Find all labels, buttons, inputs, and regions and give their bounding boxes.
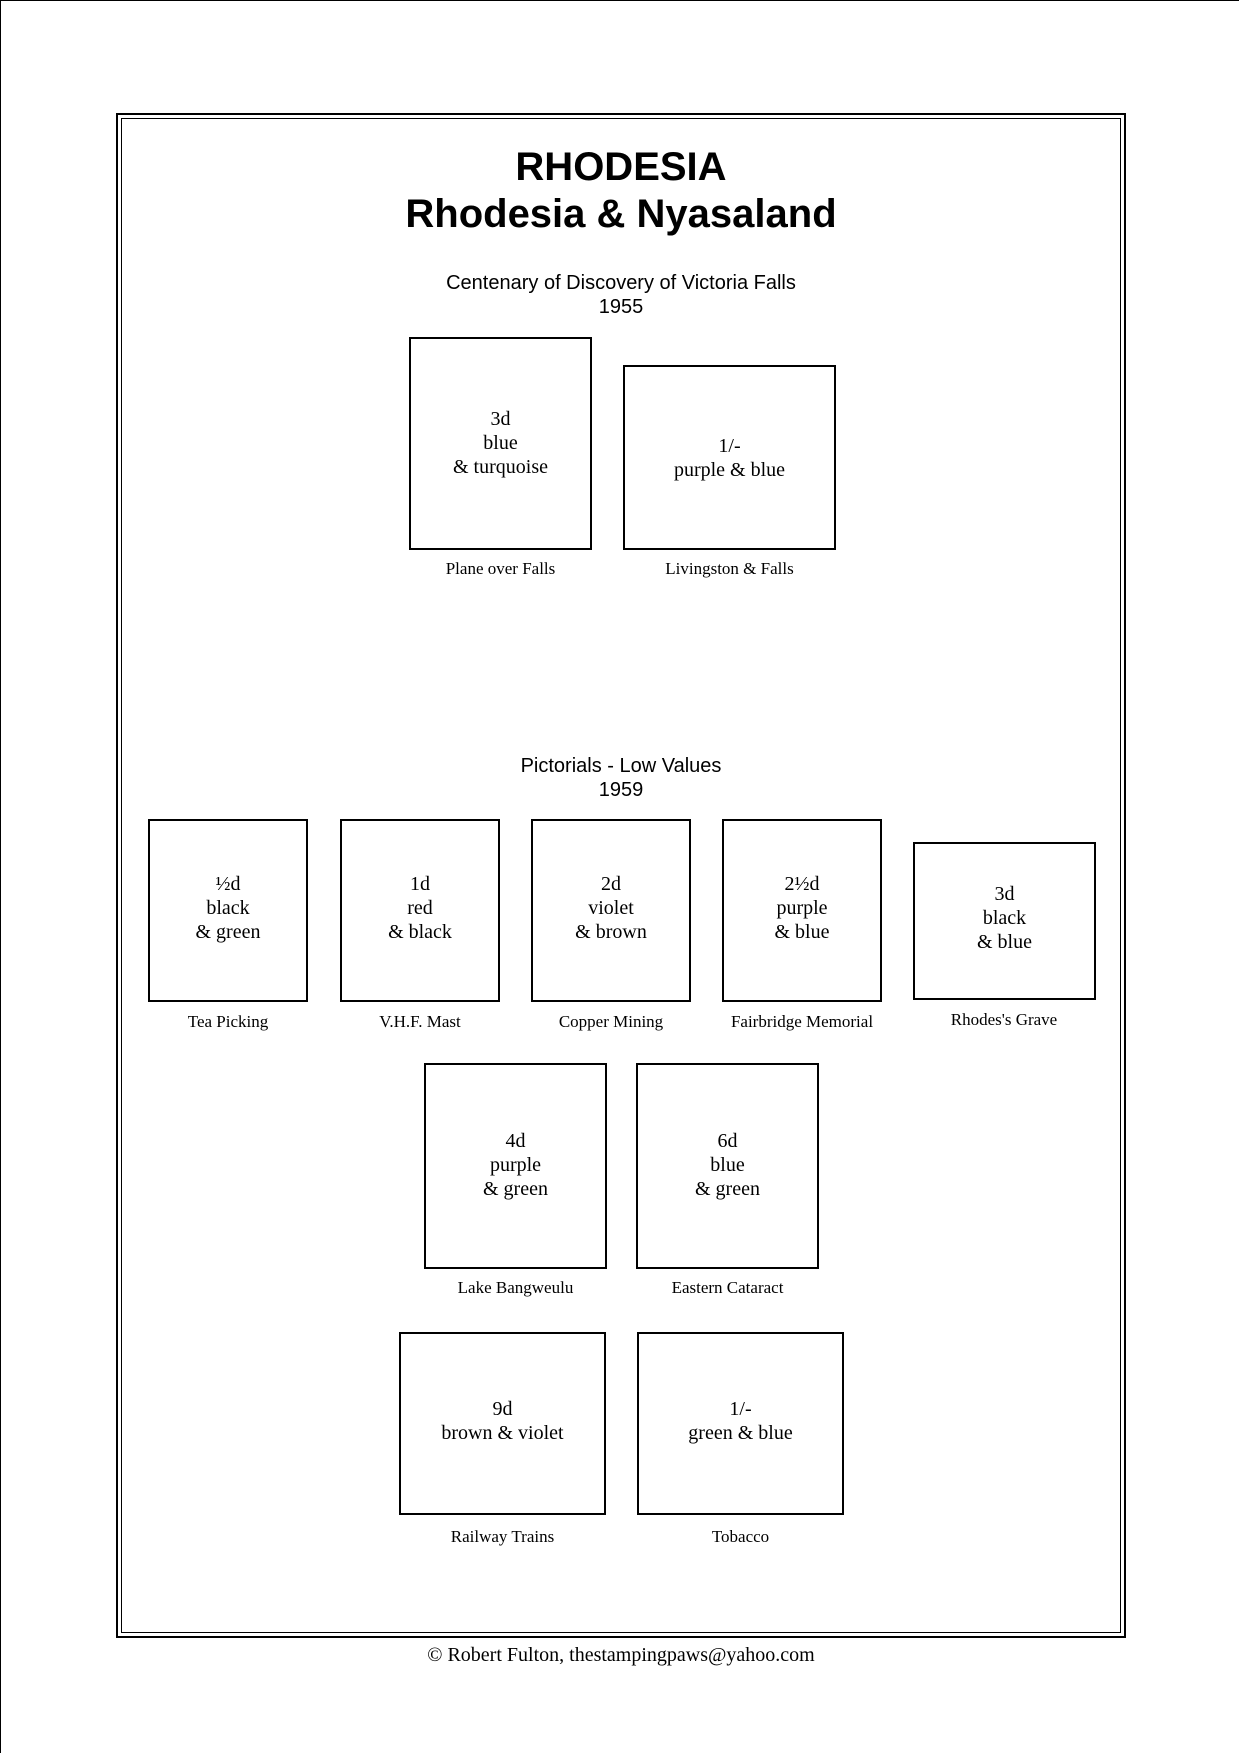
stamp-color: red xyxy=(407,897,433,919)
stamp-color: brown & violet xyxy=(441,1422,564,1444)
stamp-box: 2d violet & brown xyxy=(531,819,691,1002)
stamp-value: 1d xyxy=(410,873,430,895)
page-subtitle: Rhodesia & Nyasaland xyxy=(405,192,837,236)
section-year-1959: 1959 xyxy=(598,779,644,801)
stamp-color: & black xyxy=(388,921,452,943)
stamp-box: ½d black & green xyxy=(148,819,308,1002)
stamp-color: purple & blue xyxy=(673,459,786,481)
page-title: RHODESIA xyxy=(515,145,727,189)
album-frame-inner xyxy=(121,118,1121,1633)
stamp-color: & green xyxy=(483,1178,548,1200)
section-year-1955: 1955 xyxy=(598,296,644,318)
stamp-caption: Livingston & Falls xyxy=(665,559,794,578)
stamp-caption: Railway Trains xyxy=(450,1527,555,1546)
stamp-color: black xyxy=(982,907,1027,929)
stamp-color: purple xyxy=(489,1154,542,1176)
stamp-box: 1d red & black xyxy=(340,819,500,1002)
stamp-caption: Lake Bangweulu xyxy=(457,1278,574,1297)
stamp-color: blue xyxy=(710,1154,745,1176)
album-frame-outer xyxy=(116,113,1126,1638)
stamp-box: 6d blue & green xyxy=(636,1063,819,1269)
section-heading-victoria-falls: Centenary of Discovery of Victoria Falls xyxy=(446,272,796,294)
stamp-color: green & blue xyxy=(688,1422,793,1444)
stamp-caption: V.H.F. Mast xyxy=(379,1012,461,1031)
stamp-caption: Fairbridge Memorial xyxy=(730,1012,874,1031)
stamp-caption: Plane over Falls xyxy=(445,559,556,578)
stamp-color: & blue xyxy=(977,931,1032,953)
stamp-box: 1/- green & blue xyxy=(637,1332,844,1515)
stamp-value: 4d xyxy=(505,1130,526,1152)
section-heading-pictorials: Pictorials - Low Values xyxy=(520,755,722,777)
stamp-color: & brown xyxy=(575,921,647,943)
stamp-box: 1/- purple & blue xyxy=(623,365,836,550)
stamp-color: & turquoise xyxy=(453,456,548,478)
stamp-box: 4d purple & green xyxy=(424,1063,607,1269)
stamp-color: blue xyxy=(483,432,518,454)
stamp-value: 3d xyxy=(490,408,511,430)
stamp-value: 9d xyxy=(492,1398,513,1420)
stamp-box: 3d blue & turquoise xyxy=(409,337,592,550)
stamp-value: ½d xyxy=(215,873,241,895)
stamp-color: violet xyxy=(588,897,634,919)
stamp-caption: Tea Picking xyxy=(187,1012,269,1031)
stamp-value: 3d xyxy=(994,883,1015,905)
stamp-value: 6d xyxy=(717,1130,738,1152)
stamp-color: & blue xyxy=(774,921,830,943)
stamp-caption: Eastern Cataract xyxy=(671,1278,784,1297)
stamp-color: black xyxy=(206,897,250,919)
stamp-box: 2½d purple & blue xyxy=(722,819,882,1002)
stamp-caption: Rhodes's Grave xyxy=(950,1010,1058,1029)
copyright-footer: © Robert Fulton, thestampingpaws@yahoo.c… xyxy=(427,1644,815,1666)
stamp-color: & green xyxy=(695,1178,760,1200)
stamp-value: 2d xyxy=(601,873,621,895)
stamp-caption: Tobacco xyxy=(711,1527,770,1546)
stamp-caption: Copper Mining xyxy=(558,1012,664,1031)
stamp-value: 2½d xyxy=(784,873,820,895)
stamp-color: & green xyxy=(195,921,261,943)
stamp-value: 1/- xyxy=(718,435,741,457)
stamp-box: 9d brown & violet xyxy=(399,1332,606,1515)
stamp-color: purple xyxy=(776,897,828,919)
stamp-box: 3d black & blue xyxy=(913,842,1096,1000)
stamp-value: 1/- xyxy=(729,1398,752,1420)
